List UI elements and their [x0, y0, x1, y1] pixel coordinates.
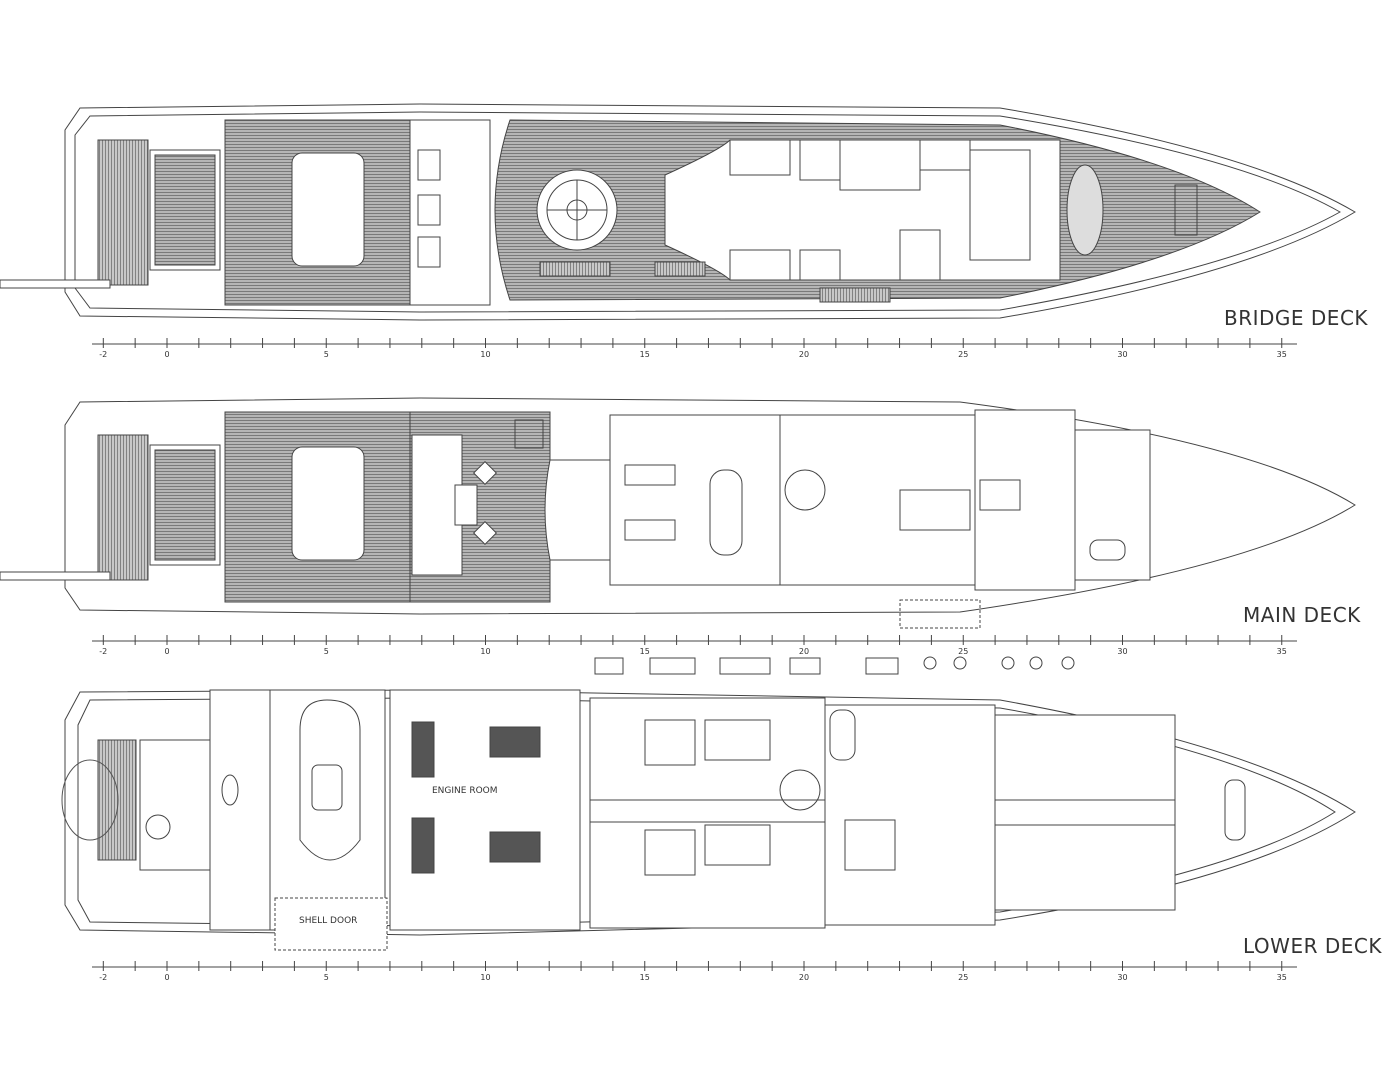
- scale-tick-label: 30: [1117, 647, 1127, 656]
- main-deck-plan: [0, 397, 1356, 629]
- scale-tick-label: -2: [99, 647, 107, 656]
- scale-tick-label: -2: [99, 973, 107, 982]
- scale-tick-label: 30: [1117, 350, 1127, 359]
- shell-door-label: SHELL DOOR: [299, 916, 358, 926]
- scale-tick-label: 15: [640, 350, 650, 359]
- scale-tick-label: 10: [480, 350, 490, 359]
- engine-room-label: ENGINE ROOM: [432, 786, 498, 796]
- scale-tick-label: 15: [640, 973, 650, 982]
- scale-tick-label: 20: [799, 973, 809, 982]
- scale-tick-label: 20: [799, 350, 809, 359]
- scale-tick-label: 10: [480, 647, 490, 656]
- scale-tick-label: 20: [799, 647, 809, 656]
- scale-tick-label: 0: [164, 973, 169, 982]
- scale-tick-label: 35: [1277, 350, 1287, 359]
- scale-tick-label: 0: [164, 647, 169, 656]
- scale-rulers: -2 0 5 10 15 20 25 30 35 -2 0 5 10 15 20 25 30 35 -2 0 5 10 15…: [92, 338, 1297, 982]
- bridge-hull-outline: [64, 103, 1356, 321]
- scale-tick-label: 35: [1277, 973, 1287, 982]
- scale-tick-label: 30: [1117, 973, 1127, 982]
- lower-deck-plan: [61, 656, 1356, 951]
- scale-tick-label: 5: [324, 350, 329, 359]
- scale-tick-label: 35: [1277, 647, 1287, 656]
- scale-tick-label: 25: [958, 350, 968, 359]
- scale-tick-label: -2: [99, 350, 107, 359]
- scale-tick-label: 5: [324, 973, 329, 982]
- scale-tick-label: 25: [958, 647, 968, 656]
- deck-title-bridge: BRIDGE DECK: [1224, 306, 1369, 330]
- scale-tick-label: 25: [958, 973, 968, 982]
- deck-title-main: MAIN DECK: [1243, 603, 1361, 627]
- main-hull-outline: [64, 397, 1356, 615]
- scale-tick-label: 5: [324, 647, 329, 656]
- scale-tick-label: 15: [640, 647, 650, 656]
- deck-title-lower: LOWER DECK: [1243, 934, 1382, 958]
- scale-tick-label: 10: [480, 973, 490, 982]
- bridge-deck-plan: [0, 103, 1356, 321]
- scale-tick-label: 0: [164, 350, 169, 359]
